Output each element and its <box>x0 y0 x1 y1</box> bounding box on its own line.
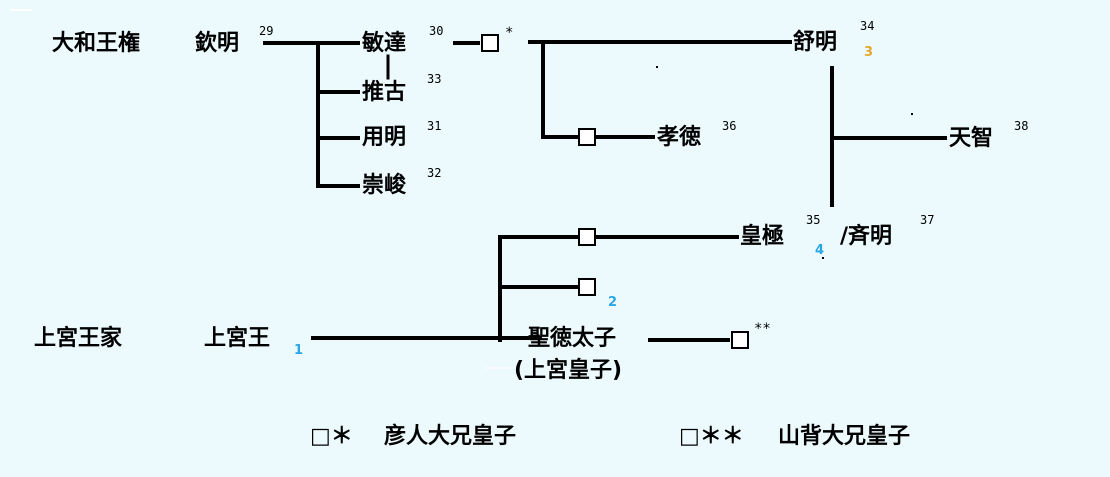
legend-label-2: 山背大兄皇子 <box>778 424 911 449</box>
dot-mark <box>822 257 824 259</box>
reign-number: 32 <box>427 166 442 180</box>
order-mark: 3 <box>864 45 874 60</box>
reign-number: 38 <box>1014 119 1029 133</box>
reign-number: 29 <box>259 24 274 38</box>
row-label-yamato: 大和王権 <box>52 31 141 56</box>
legend-symbol-1: □＊ <box>310 424 353 449</box>
person-kotoku: 孝徳 <box>657 125 702 150</box>
dot-mark <box>656 66 658 68</box>
legend-label-1: 彦人大兄皇子 <box>384 424 517 449</box>
reign-number: 36 <box>722 119 737 133</box>
person-box-hikohito <box>481 34 499 52</box>
dot-mark <box>911 113 913 115</box>
legend-symbol-2: □＊＊ <box>679 424 744 449</box>
person-yomei: 用明 <box>362 125 407 150</box>
person-saimei: /斉明 <box>840 224 893 249</box>
person-sushun: 崇峻 <box>362 173 407 198</box>
asterisk-mark: * <box>505 25 514 41</box>
asterisk-mark: ** <box>754 321 771 337</box>
person-kogyoku: 皇極 <box>740 224 785 249</box>
order-mark: 2 <box>608 295 618 310</box>
reign-number: 31 <box>427 119 442 133</box>
reign-number: 37 <box>920 213 935 227</box>
corner-mark <box>10 9 32 11</box>
order-mark: 1 <box>294 343 304 358</box>
person-tenji: 天智 <box>949 126 994 151</box>
person-jogu-o: 上宮王 <box>204 326 271 351</box>
person-bidatsu: 敏達 <box>362 31 407 56</box>
person-box-yamashiro <box>731 331 749 349</box>
person-jomei: 舒明 <box>793 30 838 55</box>
person-suiko: 推古 <box>362 80 407 105</box>
order-mark: 4 <box>815 243 825 258</box>
person-box-chinu <box>578 228 596 246</box>
person-kinmei: 欽明 <box>195 31 240 56</box>
reign-number: 30 <box>429 24 444 38</box>
row-label-jogu: 上宮王家 <box>34 326 123 351</box>
reign-number: 33 <box>427 72 442 86</box>
person-box-2 <box>578 278 596 296</box>
person-shotoku: 聖徳太子 <box>528 326 617 351</box>
person-shotoku-alias: (上宮皇子) <box>514 358 623 383</box>
reign-number: 35 <box>806 213 821 227</box>
reign-number: 34 <box>860 19 875 33</box>
person-box-kotoku-parent <box>578 128 596 146</box>
